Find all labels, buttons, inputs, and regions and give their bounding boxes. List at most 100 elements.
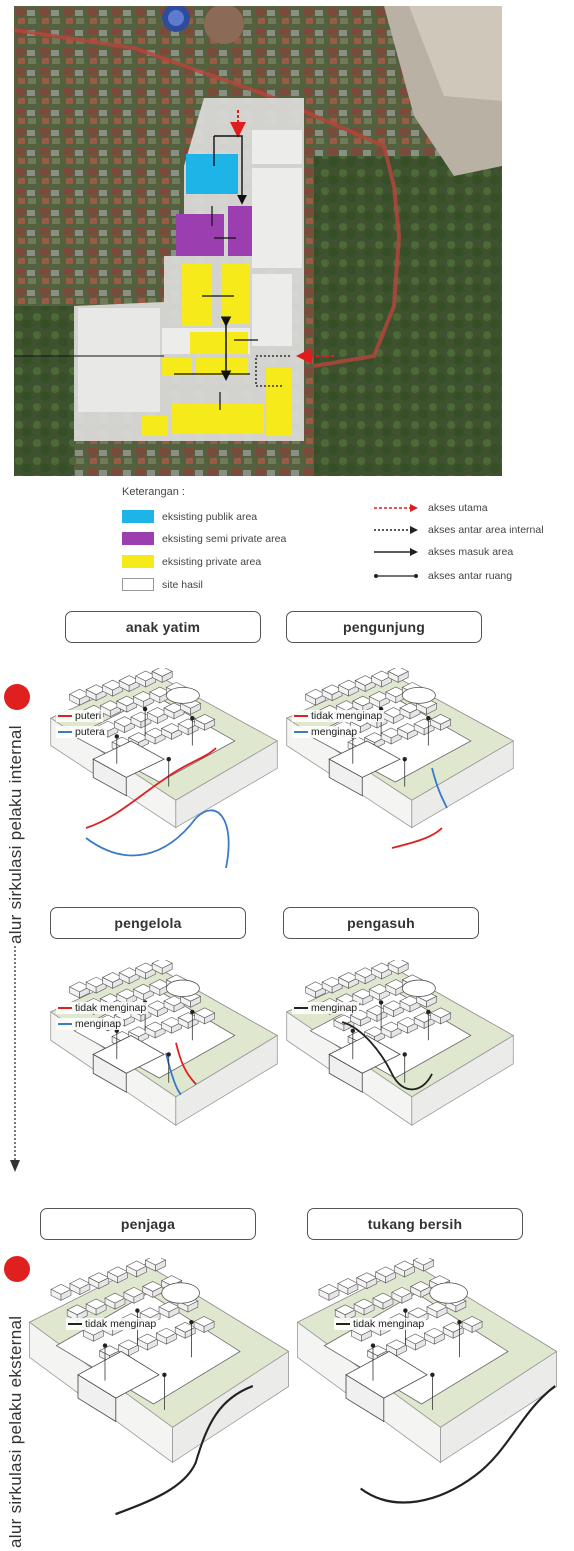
route-text: tidak menginap [85, 1318, 157, 1330]
pin-marker [402, 757, 407, 787]
aerial-site-plan [14, 6, 502, 476]
building-block [366, 1005, 388, 1022]
pin-marker [426, 715, 431, 746]
building-block [368, 691, 390, 709]
route-text: menginap [311, 1002, 358, 1014]
legend-label: eksisting private area [162, 555, 262, 568]
axonometric-site-model [49, 960, 279, 1126]
building-block [380, 1021, 402, 1039]
circulation-panel: menginap [282, 960, 518, 1196]
building-block [158, 1301, 180, 1319]
panel-title-penjaga: penjaga [40, 1208, 256, 1240]
building-block [318, 1284, 340, 1301]
legend-swatch-yellow [122, 555, 154, 568]
pin-marker [457, 1320, 462, 1358]
route-label: menginap [292, 726, 360, 738]
pin-marker [162, 1372, 167, 1410]
building-block [69, 1278, 91, 1296]
building-block [193, 1316, 215, 1333]
legend-item-akses-utama: akses utama [372, 502, 488, 514]
legend-item-publik: eksisting publik area [122, 510, 257, 523]
legend-label: eksisting semi private area [162, 532, 287, 545]
dotted-arrow-icon [374, 526, 418, 534]
circulation-route [360, 1385, 556, 1504]
building-block [142, 1281, 164, 1298]
legend-swatch-white [122, 578, 154, 591]
building-block [194, 713, 216, 731]
legend-label: akses antar ruang [428, 570, 513, 582]
route-swatch [336, 1323, 350, 1326]
route-swatch [58, 1023, 72, 1026]
building-block [88, 1272, 110, 1290]
route-text: menginap [75, 1018, 122, 1030]
axonometric-site-model [285, 960, 515, 1126]
route-swatch [68, 1323, 82, 1326]
double-tick-line-icon [374, 574, 418, 578]
route-text: tidak menginap [311, 710, 383, 722]
tank-building [401, 979, 436, 997]
legend-label: site hasil [162, 578, 203, 591]
route-swatch [58, 731, 72, 734]
building-block [135, 962, 157, 980]
route-text: putera [75, 726, 105, 738]
building-block [354, 675, 376, 693]
building-block [118, 675, 140, 693]
legend-label: eksisting publik area [162, 510, 258, 523]
route-label: menginap [292, 1002, 360, 1014]
axonometric-site-model [296, 1258, 558, 1504]
route-swatch [294, 1007, 308, 1010]
axonometric-site-model [49, 668, 279, 869]
legend-swatch-blue [122, 510, 154, 523]
panel-title-anak-yatim: anak yatim [65, 611, 261, 643]
building-block [387, 668, 409, 683]
circulation-route [85, 809, 230, 869]
building-block [333, 1014, 355, 1032]
route-text: puteri [75, 710, 102, 722]
building-block [356, 1272, 378, 1290]
building-block [125, 1260, 148, 1278]
legend-item-akses-ruang: akses antar ruang [372, 570, 512, 582]
tank-building [165, 686, 200, 704]
building-block [155, 1327, 177, 1345]
route-label: menginap [56, 1018, 124, 1030]
route-label: puteri [56, 710, 104, 722]
pin-marker [102, 1343, 108, 1381]
pin-marker [370, 1343, 376, 1381]
section-marker-internal [4, 684, 30, 710]
legend-title: Keterangan : [122, 486, 185, 498]
legend-label: akses antar area internal [428, 524, 544, 536]
building-block [85, 976, 107, 994]
legend-item-private: eksisting private area [122, 555, 261, 568]
tank-building [401, 686, 436, 704]
pin-marker [350, 1028, 355, 1060]
legend-item-akses-masuk: akses masuk area [372, 546, 513, 558]
building-block [399, 995, 421, 1013]
building-block [304, 981, 327, 999]
building-block [132, 983, 154, 1001]
legend-label: akses utama [428, 502, 488, 514]
circulation-panel: puteri putera [46, 668, 282, 896]
building-block [430, 1007, 452, 1025]
circulation-route [85, 747, 217, 829]
legend-label: akses masuk area [428, 546, 514, 558]
building-block [144, 1258, 167, 1272]
building-block [372, 1292, 394, 1310]
solid-arrow-icon [374, 548, 418, 556]
pin-marker [430, 1372, 435, 1410]
route-swatch [294, 731, 308, 734]
pin-marker [114, 734, 120, 764]
building-block [123, 1286, 145, 1304]
circulation-route [175, 1042, 197, 1085]
panel-title-pengunjung: pengunjung [286, 611, 482, 643]
building-block [104, 1292, 126, 1310]
route-swatch [58, 715, 72, 718]
building-block [68, 688, 91, 706]
circulation-route [115, 1384, 254, 1516]
building-block [50, 1284, 72, 1301]
section-label-external: alur sirkulasi pelaku eksternal [6, 1315, 25, 1548]
pin-marker [189, 1320, 194, 1358]
building-block [160, 1016, 183, 1034]
building-block [85, 1298, 107, 1316]
building-block [160, 723, 183, 740]
building-block [151, 960, 173, 975]
